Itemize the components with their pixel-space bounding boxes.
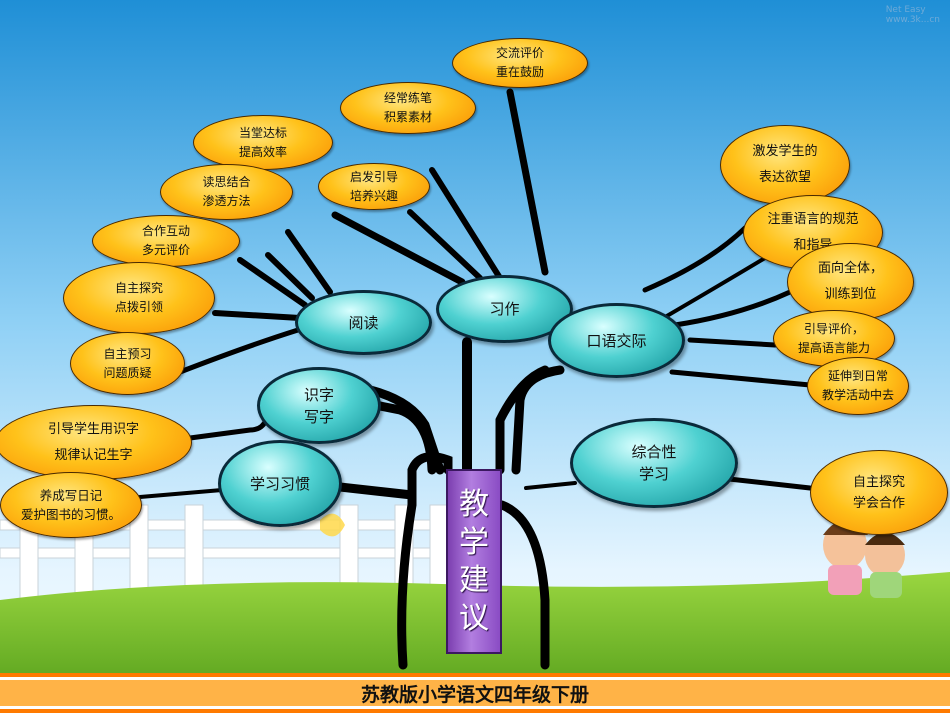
branch-text: 学习 (638, 465, 669, 483)
leaf-express-desire[interactable]: 激发学生的 表达欲望 (720, 125, 850, 205)
leaf-text: 问题质疑 (103, 365, 152, 380)
trunk-char: 教 (459, 486, 489, 522)
trunk-teaching-suggestions[interactable]: 教 学 建 议 (446, 469, 502, 654)
leaf-text: 点拨引领 (114, 300, 163, 314)
leaf-text: 自主预习 (103, 346, 152, 361)
leaf-guide-interest[interactable]: 启发引导 培养兴趣 (318, 163, 430, 210)
watermark-logo: Net Easy www.3k...cn (886, 5, 940, 25)
watermark-text: Net Easy (885, 5, 926, 15)
leaf-all-students[interactable]: 面向全体， 训练到位 (787, 243, 914, 321)
leaf-exchange-evaluate[interactable]: 交流评价 重在鼓励 (452, 38, 588, 88)
leaf-text: 启发引导 (349, 169, 398, 184)
leaf-text: 表达欲望 (758, 170, 811, 185)
leaf-text: 延伸到日常 (827, 369, 888, 383)
leaf-text: 引导评价， (803, 321, 864, 336)
leaf-text: 学会合作 (852, 495, 905, 511)
leaf-text: 爱护图书的习惯。 (20, 507, 121, 522)
watermark-sub: www.3k...cn (885, 15, 940, 25)
leaf-text: 自主探究 (114, 281, 163, 295)
leaf-efficiency[interactable]: 当堂达标 提高效率 (193, 115, 333, 170)
branch-text: 综合性 (631, 443, 677, 461)
branch-text: 识字 (303, 385, 334, 404)
leaf-extend-daily[interactable]: 延伸到日常 教学活动中去 (807, 357, 909, 415)
leaf-text: 经常练笔 (383, 91, 432, 105)
leaf-text: 引导学生用识字 (47, 421, 139, 437)
branch-text: 习作 (489, 300, 520, 318)
leaf-text: 培养兴趣 (349, 188, 398, 203)
footer-title: 苏教版小学语文四年级下册 (0, 680, 950, 706)
leaf-text: 积累素材 (383, 110, 432, 124)
leaf-preview[interactable]: 自主预习 问题质疑 (70, 332, 185, 395)
branch-lines (138, 88, 813, 670)
trunk-char: 建 (459, 562, 489, 598)
branch-reading[interactable]: 阅读 (295, 290, 432, 355)
leaf-practice-writing[interactable]: 经常练笔 积累素材 (340, 82, 476, 134)
branch-habits[interactable]: 学习习惯 (218, 440, 342, 527)
leaf-read-think[interactable]: 读思结合 渗透方法 (160, 164, 293, 220)
leaf-cooperate[interactable]: 合作互动 多元评价 (92, 215, 240, 267)
branch-text: 写字 (303, 407, 334, 426)
leaf-guide-evaluate[interactable]: 引导评价， 提高语言能力 (773, 310, 895, 367)
leaf-text: 提高语言能力 (797, 340, 870, 355)
leaf-text: 激发学生的 (752, 144, 818, 159)
leaf-text: 合作互动 (141, 224, 190, 238)
leaf-text: 重在鼓励 (495, 65, 544, 79)
leaf-explore-cooperate[interactable]: 自主探究 学会合作 (810, 450, 948, 535)
leaf-text: 养成写日记 (39, 488, 103, 503)
leaf-text: 训练到位 (824, 287, 877, 302)
leaf-diary-habit[interactable]: 养成写日记 爱护图书的习惯。 (0, 472, 142, 538)
leaf-text: 自主探究 (852, 474, 905, 490)
branch-literacy[interactable]: 识字 写字 (257, 367, 381, 444)
leaf-text: 注重语言的规范 (767, 211, 859, 227)
leaf-text: 教学活动中去 (821, 388, 894, 402)
branch-comprehensive[interactable]: 综合性 学习 (570, 418, 738, 508)
leaf-text: 提高效率 (238, 144, 287, 159)
leaf-text: 当堂达标 (238, 125, 287, 140)
flower-decoration (320, 513, 345, 537)
branch-text: 阅读 (348, 313, 379, 332)
trunk-char: 议 (459, 600, 489, 636)
leaf-text: 多元评价 (141, 243, 190, 257)
leaf-text: 交流评价 (495, 46, 544, 60)
leaf-literacy-rule[interactable]: 引导学生用识字 规律认记生字 (0, 405, 192, 480)
leaf-text: 面向全体， (817, 261, 883, 276)
leaf-text: 读思结合 (202, 175, 251, 189)
leaf-explore-guide[interactable]: 自主探究 点拨引领 (63, 262, 215, 334)
branch-speaking[interactable]: 口语交际 (548, 303, 685, 378)
trunk-char: 学 (459, 524, 489, 560)
leaf-text: 渗透方法 (202, 194, 251, 208)
footer-bar: 苏教版小学语文四年级下册 (0, 673, 950, 713)
branch-text: 口语交际 (586, 331, 647, 350)
branch-text: 学习习惯 (249, 474, 310, 493)
leaf-text: 规律认记生字 (54, 447, 133, 463)
